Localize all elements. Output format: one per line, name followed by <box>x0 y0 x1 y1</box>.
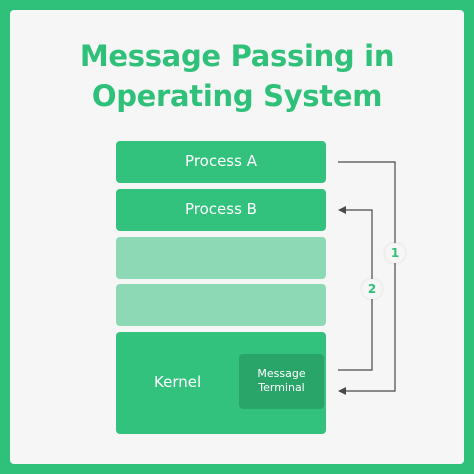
message-terminal-line-2: Terminal <box>258 381 305 394</box>
title-line-2: Operating System <box>91 79 383 113</box>
empty-block-2 <box>116 284 326 326</box>
step-2-badge: 2 <box>362 279 382 299</box>
title-line-1: Message Passing in <box>79 39 395 73</box>
kernel-label: Kernel <box>154 373 202 391</box>
message-terminal: Message Terminal <box>239 354 324 409</box>
empty-block-1 <box>116 237 326 279</box>
step-1-badge: 1 <box>385 243 405 263</box>
process-a-label: Process A <box>185 152 257 170</box>
message-terminal-line-1: Message <box>257 367 306 380</box>
process-b-block: Process B <box>116 189 326 231</box>
arrow-1 <box>338 161 396 395</box>
process-b-label: Process B <box>185 200 257 218</box>
process-a-block: Process A <box>116 141 326 183</box>
diagram-title: Message Passing in Operating System <box>10 36 464 116</box>
kernel-block: Kernel Message Terminal <box>116 332 326 434</box>
